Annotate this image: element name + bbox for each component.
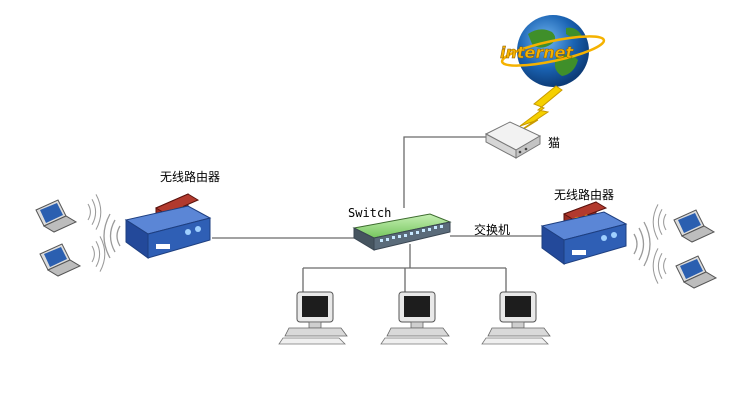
router-left-label: 无线路由器	[160, 170, 221, 184]
laptop-icon	[673, 209, 715, 243]
laptop-icon	[35, 199, 77, 233]
laptop-icon	[675, 255, 717, 289]
wifi-waves-icon	[633, 221, 651, 267]
router-right-label: 无线路由器	[554, 188, 615, 202]
laptop-left-2	[39, 235, 106, 277]
modem-label: 猫	[548, 136, 561, 150]
laptop-right-2	[652, 247, 717, 289]
wireless-router-icon	[125, 205, 211, 259]
modem-icon	[484, 121, 542, 159]
wireless-router-right	[541, 201, 651, 267]
wireless-router-icon	[541, 211, 627, 265]
connection-lines	[212, 136, 548, 292]
wireless-router-left	[103, 193, 211, 259]
laptop-left-1	[35, 193, 102, 233]
desktop-computer-2	[380, 291, 450, 345]
switch-label: Switch	[348, 206, 392, 220]
laptop-right-1	[652, 203, 715, 243]
desktop-computer-3	[481, 291, 551, 345]
wifi-waves-icon	[652, 203, 667, 241]
wifi-waves-icon	[652, 247, 667, 285]
wifi-waves-icon	[103, 213, 121, 259]
internet-label: internet	[500, 43, 575, 62]
network-switch-icon	[352, 213, 452, 251]
link-modem-switch	[403, 136, 486, 208]
switch-cn-label: 交换机	[474, 223, 511, 237]
laptop-icon	[39, 243, 81, 277]
wifi-waves-icon	[91, 235, 106, 273]
internet-globe-icon: internet	[500, 15, 606, 87]
wifi-waves-icon	[87, 193, 102, 231]
desktop-computer-1	[278, 291, 348, 345]
